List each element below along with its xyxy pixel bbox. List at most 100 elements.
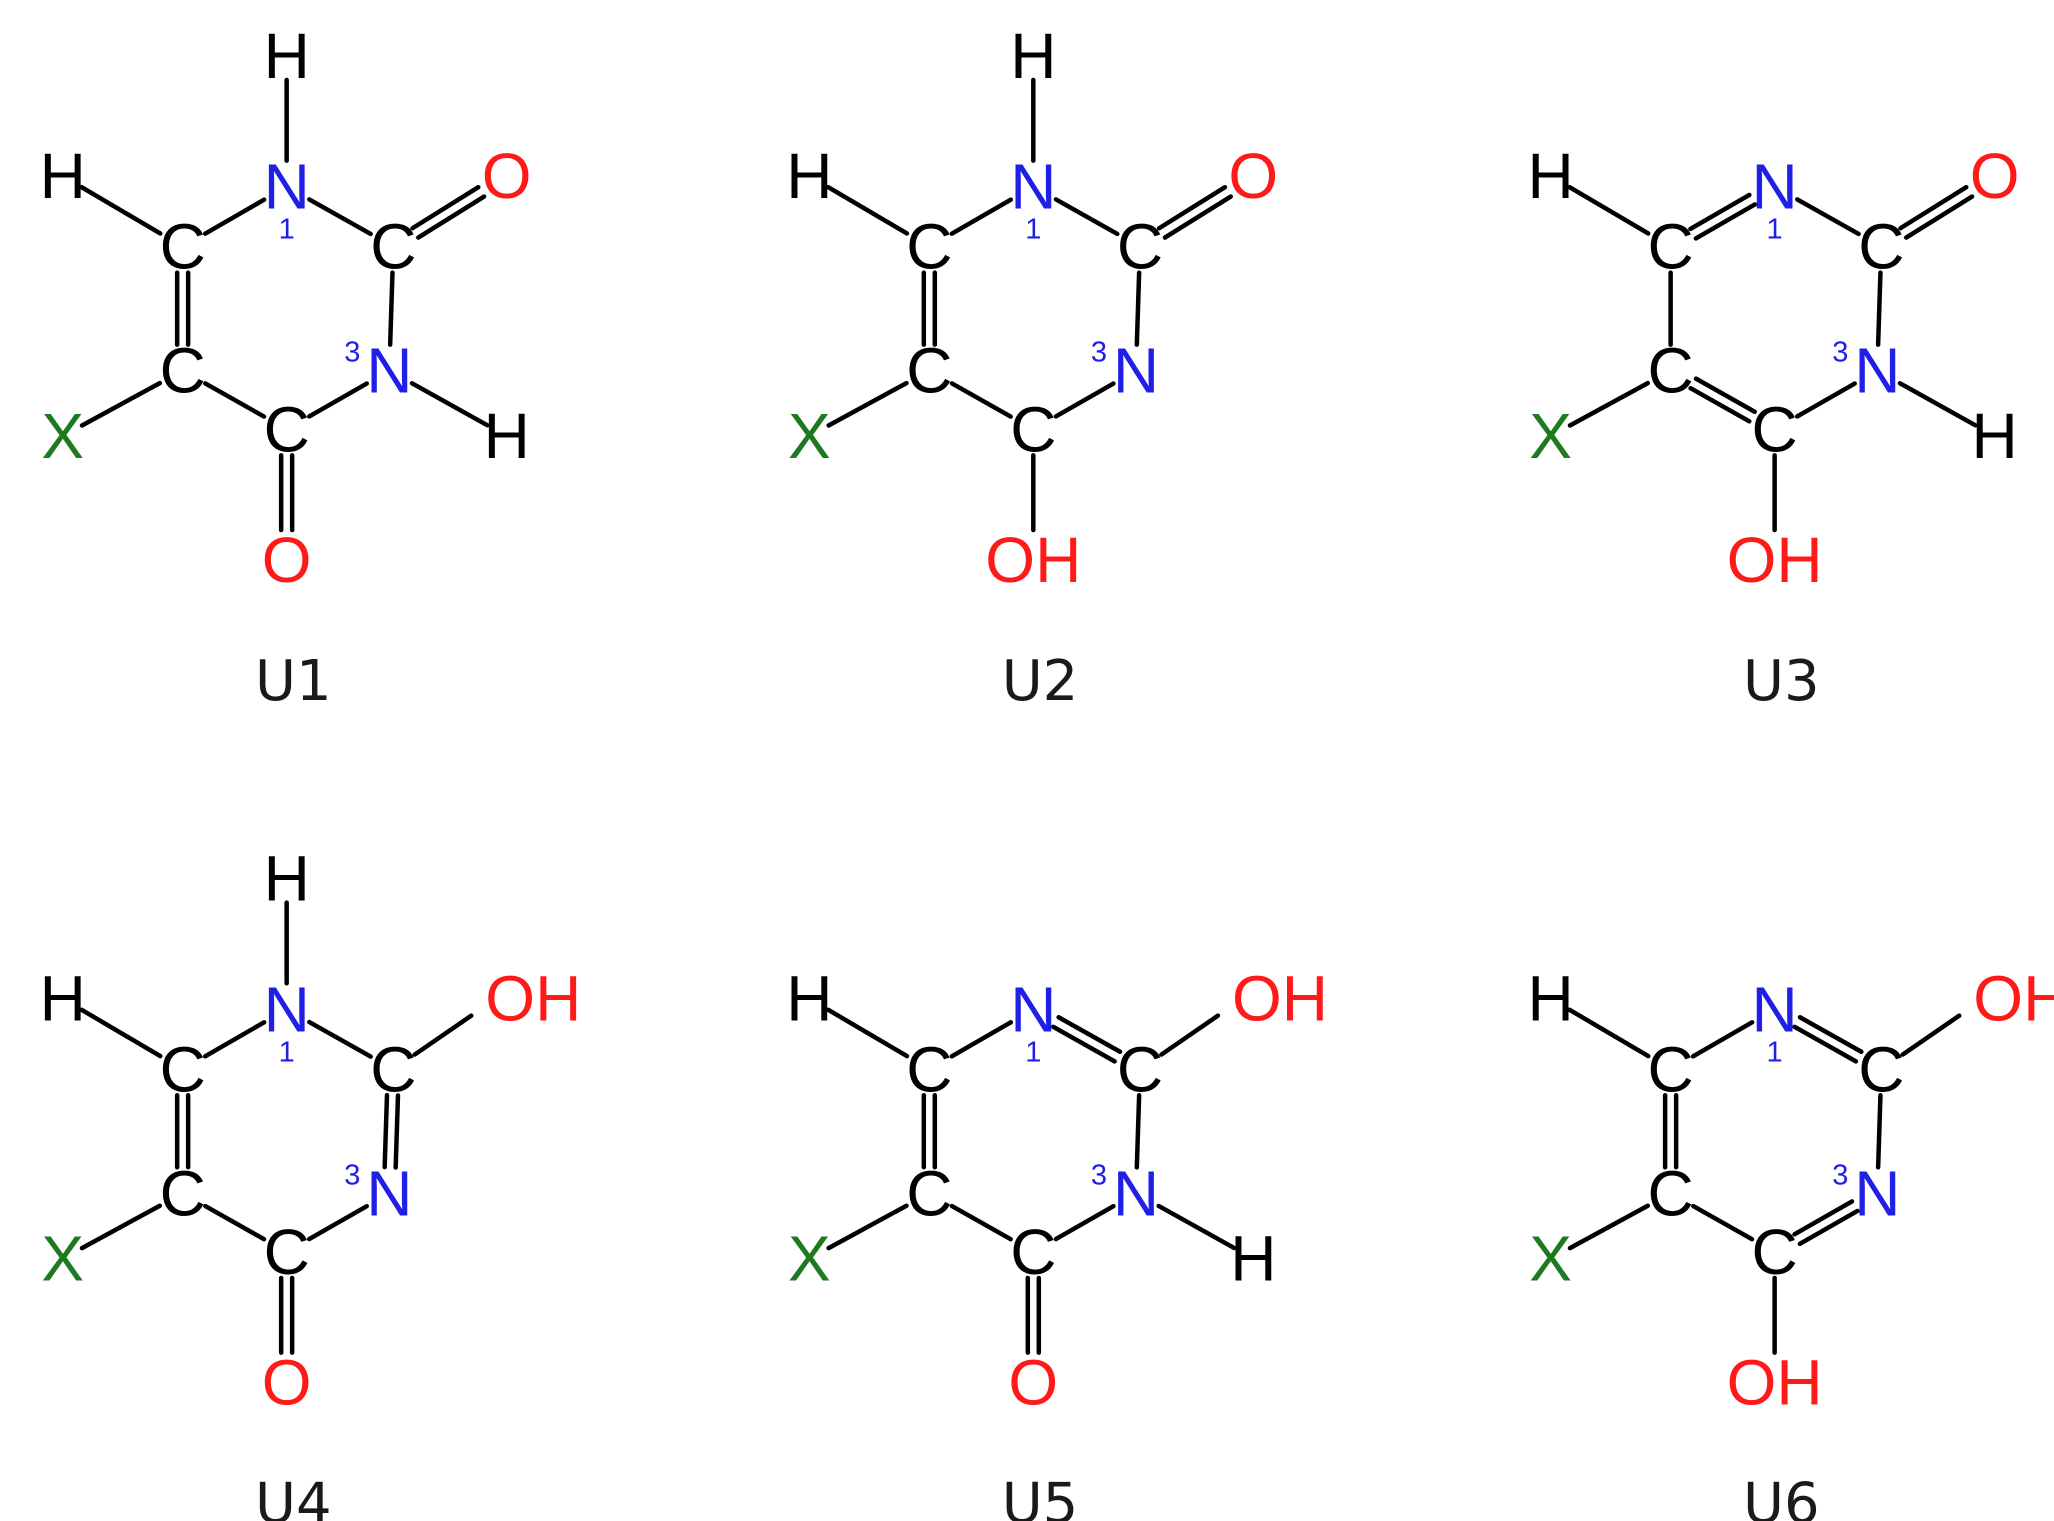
atom-n1: N [1010,973,1056,1045]
bond-n3-c4 [1794,381,1857,419]
locant-3: 3 [1832,1159,1848,1191]
locant-1: 1 [1767,214,1783,246]
bond-c4-c5 [949,1203,1013,1242]
bond-c2-o [410,184,487,240]
bond-c2-n3 [382,1092,401,1170]
atom-h6: H [786,963,832,1035]
locant-1: 1 [279,1036,295,1068]
caption-u2: U2 [1002,649,1079,714]
atom-c5: C [160,1157,206,1229]
atom-c6: C [906,1033,952,1105]
atom-c2: C [370,1033,416,1105]
bond-n3-c4 [1792,1199,1860,1247]
atom-n3: N [366,1157,412,1229]
atom-h6: H [40,963,86,1035]
bond-n3-h [1897,381,1978,428]
atom-c5: C [906,1157,952,1229]
bond-c5-c6 [921,270,938,347]
locant-3: 3 [1832,337,1848,369]
caption-u6: U6 [1743,1472,1820,1521]
bond-c4-c5 [203,1203,267,1242]
bond-n3-c4 [306,381,369,419]
atom-c2: C [1858,211,1904,283]
atom-n3: N [1113,1157,1159,1229]
atom-c2: C [1117,211,1163,283]
atom-c5: C [160,335,206,407]
bond-c2-o [1156,184,1234,240]
bond-n3-c4 [306,1203,369,1242]
atom-c4: C [1751,1216,1797,1288]
atom-h-n3: H [1971,400,2017,472]
atom-h6: H [1527,963,1573,1035]
atom-c4: C [264,393,310,465]
atom-n1: N [264,973,310,1045]
locant-1: 1 [279,214,295,246]
atom-h-n1: H [1010,20,1056,92]
atom-c2: C [370,211,416,283]
atom-o4: O [1008,1347,1058,1419]
bond-c6-n1 [949,1020,1014,1059]
bond-c2-n3 [387,270,395,347]
atom-n1: N [1751,973,1797,1045]
atom-c2: C [1117,1033,1163,1105]
bond-c6-h [79,184,163,236]
locant-3: 3 [1091,337,1107,369]
bond-n1-c2 [1051,1015,1123,1064]
atom-h6: H [40,140,86,212]
bond-n1-c2 [307,197,373,237]
bond-c5-c6 [174,1093,191,1170]
bond-c6-n1 [202,197,267,236]
bond-c4-o [278,1275,295,1355]
bond-c6-n1 [202,1020,267,1059]
atom-c4: C [264,1216,310,1288]
caption-u1: U1 [255,649,332,714]
bond-c6-n1 [1688,192,1758,241]
atom-x: X [1529,400,1572,472]
bond-n3-c4 [1053,1203,1116,1242]
atom-h-n3: H [484,400,530,472]
bond-c2-n3 [1875,270,1883,347]
bond-c5-x [826,1203,909,1251]
atom-c6: C [1647,1033,1693,1105]
atom-n3: N [1113,335,1159,407]
bond-c4-c5 [203,381,267,419]
bond-n1-c2 [1795,197,1861,237]
atom-n3: N [1854,1157,1900,1229]
atom-c4: C [1010,1216,1056,1288]
atom-c6: C [160,1033,206,1105]
atom-h-n1: H [264,20,310,92]
bond-c5-c6 [1662,1093,1679,1170]
bond-c6-h [826,1007,910,1059]
bond-n1-c2 [1792,1015,1864,1064]
bond-c6-n1 [1690,1020,1755,1059]
atom-n1: N [1751,151,1797,223]
locant-3: 3 [344,337,360,369]
caption-u3: U3 [1743,649,1820,714]
bond-n3-c4 [1053,381,1116,419]
atom-c4: C [1751,393,1797,465]
atom-n3: N [1854,335,1900,407]
atom-c4: C [1010,393,1056,465]
bond-c5-x [1567,1203,1651,1251]
bond-c4-o [278,453,295,533]
atom-oh2: OH [1232,963,1328,1035]
atom-x: X [788,400,831,472]
bond-c5-x [79,1203,163,1251]
bond-c6-h [79,1007,163,1059]
atom-h6: H [1527,140,1573,212]
locant-3: 3 [344,1159,360,1191]
caption-u5: U5 [1002,1472,1079,1521]
atom-o4: O [262,1347,312,1419]
atom-c5: C [1647,335,1693,407]
atom-oh2: OH [1973,963,2054,1035]
atom-o4: O [262,524,312,596]
locant-1: 1 [1025,214,1041,246]
atom-n3: N [366,335,412,407]
atom-c6: C [906,211,952,283]
atom-c6: C [160,211,206,283]
atom-oh4: OH [1727,1347,1823,1419]
bond-c2-o [1898,184,1975,240]
